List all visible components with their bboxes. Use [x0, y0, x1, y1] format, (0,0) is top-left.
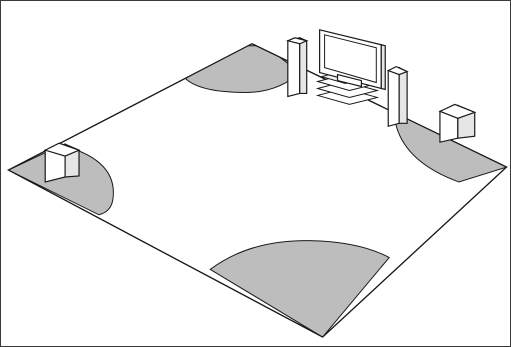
front-right-tower-speaker	[386, 65, 409, 128]
tv-screen	[324, 34, 377, 84]
tv-set	[319, 29, 386, 91]
placement-zone-front	[209, 240, 390, 338]
placement-zone-left	[8, 144, 114, 216]
front-left-tower-speaker	[285, 36, 309, 98]
placement-zone-back-right	[393, 114, 507, 183]
left-surround-speaker	[43, 142, 81, 183]
right-surround-speaker	[438, 103, 477, 143]
tv-bezel-side	[380, 43, 386, 91]
tv-stand	[336, 73, 362, 88]
placement-zones	[8, 45, 507, 338]
